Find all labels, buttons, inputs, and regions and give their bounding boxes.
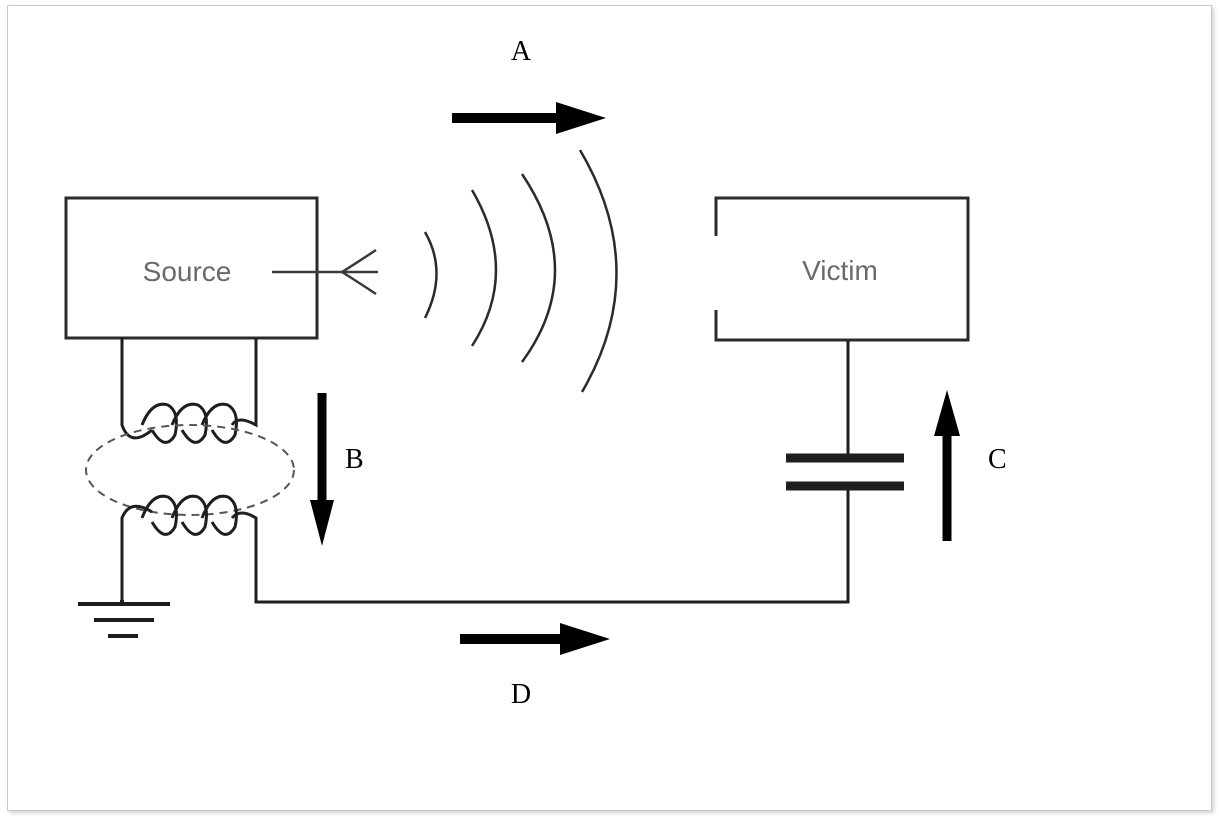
- transformer-secondary: [120, 488, 850, 604]
- victim-box: [714, 196, 970, 342]
- source-block: Source: [64, 196, 319, 340]
- arrow-d-label: D: [511, 679, 531, 710]
- radiated-waves: [423, 149, 618, 393]
- arrow-d-icon: [460, 623, 610, 655]
- arrow-c-icon: [934, 390, 960, 541]
- source-box: [64, 196, 319, 340]
- arrow-a-label: A: [511, 36, 532, 67]
- source-label: Source: [143, 256, 232, 287]
- capacitor-icon: [786, 340, 904, 491]
- wave-1: [423, 231, 438, 319]
- wave-4: [578, 149, 618, 393]
- wave-2: [470, 189, 498, 347]
- victim-block: Victim: [714, 196, 970, 342]
- arrow-b-icon: [310, 393, 334, 546]
- arrow-c-label: C: [988, 444, 1007, 475]
- antenna-icon: [272, 248, 378, 296]
- diagram-frame: [7, 5, 1212, 811]
- magnetic-coupling-ellipse: [85, 424, 295, 516]
- arrow-a-icon: [452, 102, 606, 134]
- ground-icon: [78, 600, 170, 638]
- victim-label: Victim: [802, 255, 878, 286]
- wave-3: [520, 173, 557, 363]
- arrow-b-label: B: [345, 444, 364, 475]
- transformer-primary: [120, 338, 258, 444]
